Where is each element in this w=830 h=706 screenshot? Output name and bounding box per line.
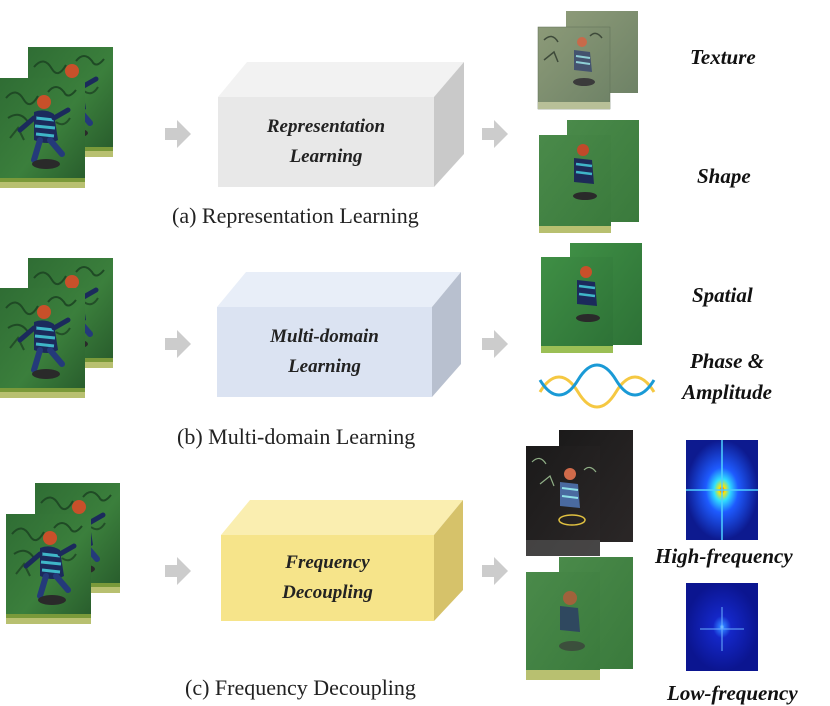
label-phase-line1: Phase & [689, 349, 765, 373]
input-image-stack-a [0, 47, 113, 188]
arrow-input-c [165, 557, 191, 585]
module-label-a: Representation Learning [218, 112, 434, 172]
module-box-b [217, 272, 461, 397]
high-frequency-spectrum [686, 440, 758, 540]
arrow-input-b [165, 330, 191, 358]
label-texture: Texture [690, 45, 756, 69]
module-label-b: Multi-domain Learning [217, 322, 432, 382]
module-label-a-line2: Learning [289, 146, 363, 167]
input-image-stack-c [6, 483, 120, 624]
low-frequency-output-stack [526, 557, 633, 680]
module-box-a [218, 62, 464, 187]
arrow-output-c [482, 557, 508, 585]
caption-c: (c) Frequency Decoupling [185, 675, 416, 700]
input-image-stack-b [0, 258, 113, 398]
label-phase-amplitude: Phase & Amplitude [670, 349, 784, 405]
module-label-c-line2: Decoupling [282, 582, 373, 603]
arrow-output-b [482, 330, 508, 358]
caption-a: (a) Representation Learning [172, 203, 419, 228]
caption-b: (b) Multi-domain Learning [177, 424, 416, 449]
label-shape: Shape [697, 164, 751, 188]
module-label-a-line1: Representation [266, 116, 386, 137]
label-high-frequency: High-frequency [655, 544, 793, 568]
module-box-c [221, 500, 463, 621]
label-low-frequency: Low-frequency [667, 681, 798, 705]
spatial-output-stack [541, 243, 642, 353]
arrow-output-a [482, 120, 508, 148]
module-label-b-line2: Learning [288, 356, 361, 377]
module-label-c-line1: Frequency [285, 552, 370, 573]
label-spatial: Spatial [692, 283, 753, 307]
arrow-input-a [165, 120, 191, 148]
low-frequency-spectrum [686, 583, 758, 671]
label-phase-line2: Amplitude [682, 380, 772, 404]
phase-amplitude-waves [538, 363, 656, 409]
high-frequency-output-stack [526, 430, 633, 556]
module-label-c: Frequency Decoupling [221, 548, 434, 608]
shape-output-stack [539, 120, 639, 233]
module-label-b-line1: Multi-domain [270, 326, 379, 347]
texture-output-stack [537, 11, 638, 110]
